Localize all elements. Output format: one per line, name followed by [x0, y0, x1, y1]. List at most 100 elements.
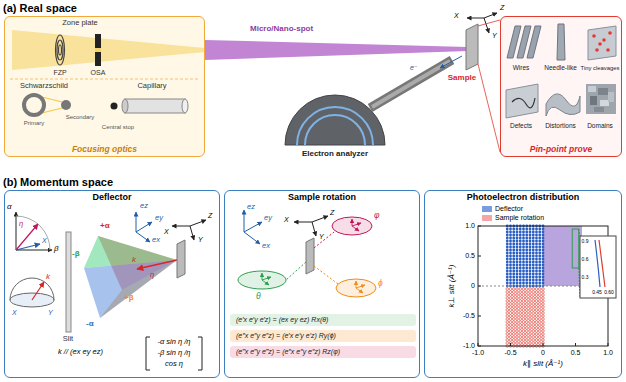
- deflector-point: [529, 231, 532, 234]
- rotation-point: [529, 342, 532, 345]
- rotation-point: [538, 297, 541, 300]
- rotation-point: [525, 318, 528, 321]
- deflector-point: [532, 237, 535, 240]
- deflector-point: [538, 255, 541, 258]
- deflector-point: [535, 234, 538, 237]
- rotation-point: [535, 318, 538, 321]
- rotation-point: [516, 303, 519, 306]
- tick: [478, 286, 481, 287]
- figure-label: Zone plate: [62, 19, 97, 27]
- deflector-point: [535, 240, 538, 243]
- deflector-point: [542, 234, 545, 237]
- domain-icon: [586, 84, 616, 114]
- deflector-point: [525, 237, 528, 240]
- rotation-point: [522, 300, 525, 303]
- axis-arrow: [16, 212, 17, 250]
- rotation-point: [525, 339, 528, 342]
- deflector-point: [516, 240, 519, 243]
- deflector-point: [509, 240, 512, 243]
- deflector-point: [542, 243, 545, 246]
- cleavage-icon: [588, 26, 616, 60]
- deflector-point: [532, 246, 535, 249]
- rotation-point: [542, 333, 545, 336]
- rotation-point: [519, 333, 522, 336]
- figure-label: α: [7, 203, 12, 212]
- deflector-point: [535, 243, 538, 246]
- rotation-point: [512, 303, 515, 306]
- deflector-point: [506, 279, 509, 282]
- rotation-point: [535, 315, 538, 318]
- deflector-point: [509, 261, 512, 264]
- rotation-point: [538, 291, 541, 294]
- deflector-point: [519, 258, 522, 261]
- deflector-point: [509, 249, 512, 252]
- rotation-circle: [238, 271, 286, 289]
- node-title: Distortions: [545, 122, 576, 129]
- figure-label: Z: [208, 212, 212, 220]
- rotation-point: [519, 324, 522, 327]
- rotation-point: [512, 327, 515, 330]
- rotation-circle: [336, 279, 376, 297]
- deflector-point: [516, 252, 519, 255]
- axis-arrow: [294, 222, 312, 223]
- deflector-point: [535, 279, 538, 282]
- rotation-point: [525, 303, 528, 306]
- deflector-point: [522, 252, 525, 255]
- axis-arrow: [16, 244, 40, 250]
- figure-label: 0: [541, 349, 545, 357]
- rotation-point: [516, 291, 519, 294]
- rotation-point: [542, 330, 545, 333]
- rotation-point: [542, 339, 545, 342]
- rotation-point: [532, 318, 535, 321]
- zoom-line: [478, 20, 500, 26]
- deflector-point: [542, 255, 545, 258]
- deflector-point: [525, 267, 528, 270]
- deflector-point: [542, 273, 545, 276]
- deflector-point: [506, 240, 509, 243]
- rotation-point: [532, 309, 535, 312]
- deflector-point: [506, 258, 509, 261]
- deflector-point: [525, 273, 528, 276]
- rotation-point: [529, 339, 532, 342]
- rotation-point: [522, 324, 525, 327]
- deflector-point: [542, 228, 545, 231]
- deflector-point: [516, 267, 519, 270]
- figure-label: Sample: [448, 74, 476, 83]
- figure-label: k // (ex ey ez): [58, 348, 103, 356]
- tick: [478, 256, 481, 257]
- figure-label: -β sin η /η: [157, 349, 190, 357]
- rotation-point: [509, 300, 512, 303]
- rotation-point: [529, 315, 532, 318]
- rotation-point: [519, 330, 522, 333]
- deflector-point: [519, 243, 522, 246]
- deflector-point: [529, 237, 532, 240]
- analyzer-lens-core: [372, 61, 450, 107]
- rotation-point: [542, 336, 545, 339]
- zone-plate-ring: [56, 35, 65, 65]
- deflector-point: [519, 249, 522, 252]
- figure-label: -1.0: [472, 349, 484, 357]
- rotation-point: [512, 288, 515, 291]
- beta-minus-face: [84, 236, 177, 268]
- rotation-point: [529, 336, 532, 339]
- rotation-point: [506, 324, 509, 327]
- deflector-point: [509, 276, 512, 279]
- deflector-point: [529, 258, 532, 261]
- deflector-point: [519, 261, 522, 264]
- figure-label: -α sin η /η: [157, 338, 190, 346]
- deflector-point: [535, 228, 538, 231]
- rotation-point: [525, 309, 528, 312]
- deflector-point: [522, 273, 525, 276]
- deflector-point: [525, 246, 528, 249]
- deflector-point: [542, 261, 545, 264]
- deflector-point: [522, 246, 525, 249]
- sample-plate: [306, 238, 314, 274]
- deflector-point: [519, 237, 522, 240]
- figure-label: Central stop: [102, 124, 134, 131]
- equation-ground: [230, 314, 416, 326]
- deflector-point: [506, 237, 509, 240]
- rotation-point: [509, 294, 512, 297]
- rotation-point: [542, 327, 545, 330]
- rotation-point: [516, 318, 519, 321]
- deflector-point: [512, 267, 515, 270]
